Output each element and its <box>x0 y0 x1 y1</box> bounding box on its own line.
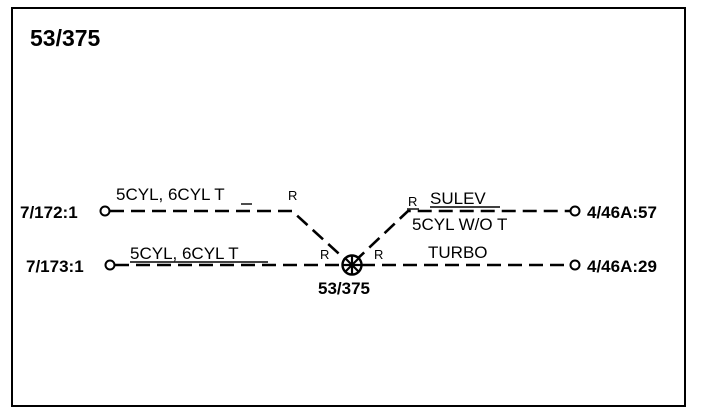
wire-lower-right-option: TURBO <box>428 243 488 262</box>
wire-upper-left-option: 5CYL, 6CYL T <box>116 185 225 204</box>
splice-cross-diag-b <box>344 257 360 273</box>
terminal-4-46a-57[interactable] <box>569 205 581 217</box>
splice-icon[interactable] <box>341 254 363 276</box>
terminal-4-46a-29[interactable] <box>569 259 581 271</box>
wire-lower-left-option: 5CYL, 6CYL T <box>130 244 239 263</box>
terminal-7-172-1[interactable] <box>99 205 111 217</box>
connector-label-4-46a-29: 4/46A:29 <box>587 257 657 276</box>
wire-upper-right-route: R <box>408 194 417 209</box>
connector-label-7-172-1: 7/172:1 <box>20 203 78 222</box>
wire-lower-right-route: R <box>374 247 383 262</box>
connector-label-7-173-1: 7/173:1 <box>26 257 84 276</box>
wire-upper-right[interactable] <box>353 209 570 263</box>
splice-label: 53/375 <box>318 279 370 298</box>
wire-upper-left-route: R <box>288 188 297 203</box>
terminal-7-173-1[interactable] <box>104 259 116 271</box>
wire-upper-right-option-line2: 5CYL W/O T <box>412 215 507 234</box>
wire-upper-right-option-line1: SULEV <box>430 189 486 208</box>
wire-upper-left[interactable] <box>110 209 349 263</box>
connector-label-4-46a-57: 4/46A:57 <box>587 203 657 222</box>
diagram-frame <box>11 7 686 407</box>
diagram-title: 53/375 <box>30 25 101 51</box>
wire-lower-left-route: R <box>320 247 329 262</box>
